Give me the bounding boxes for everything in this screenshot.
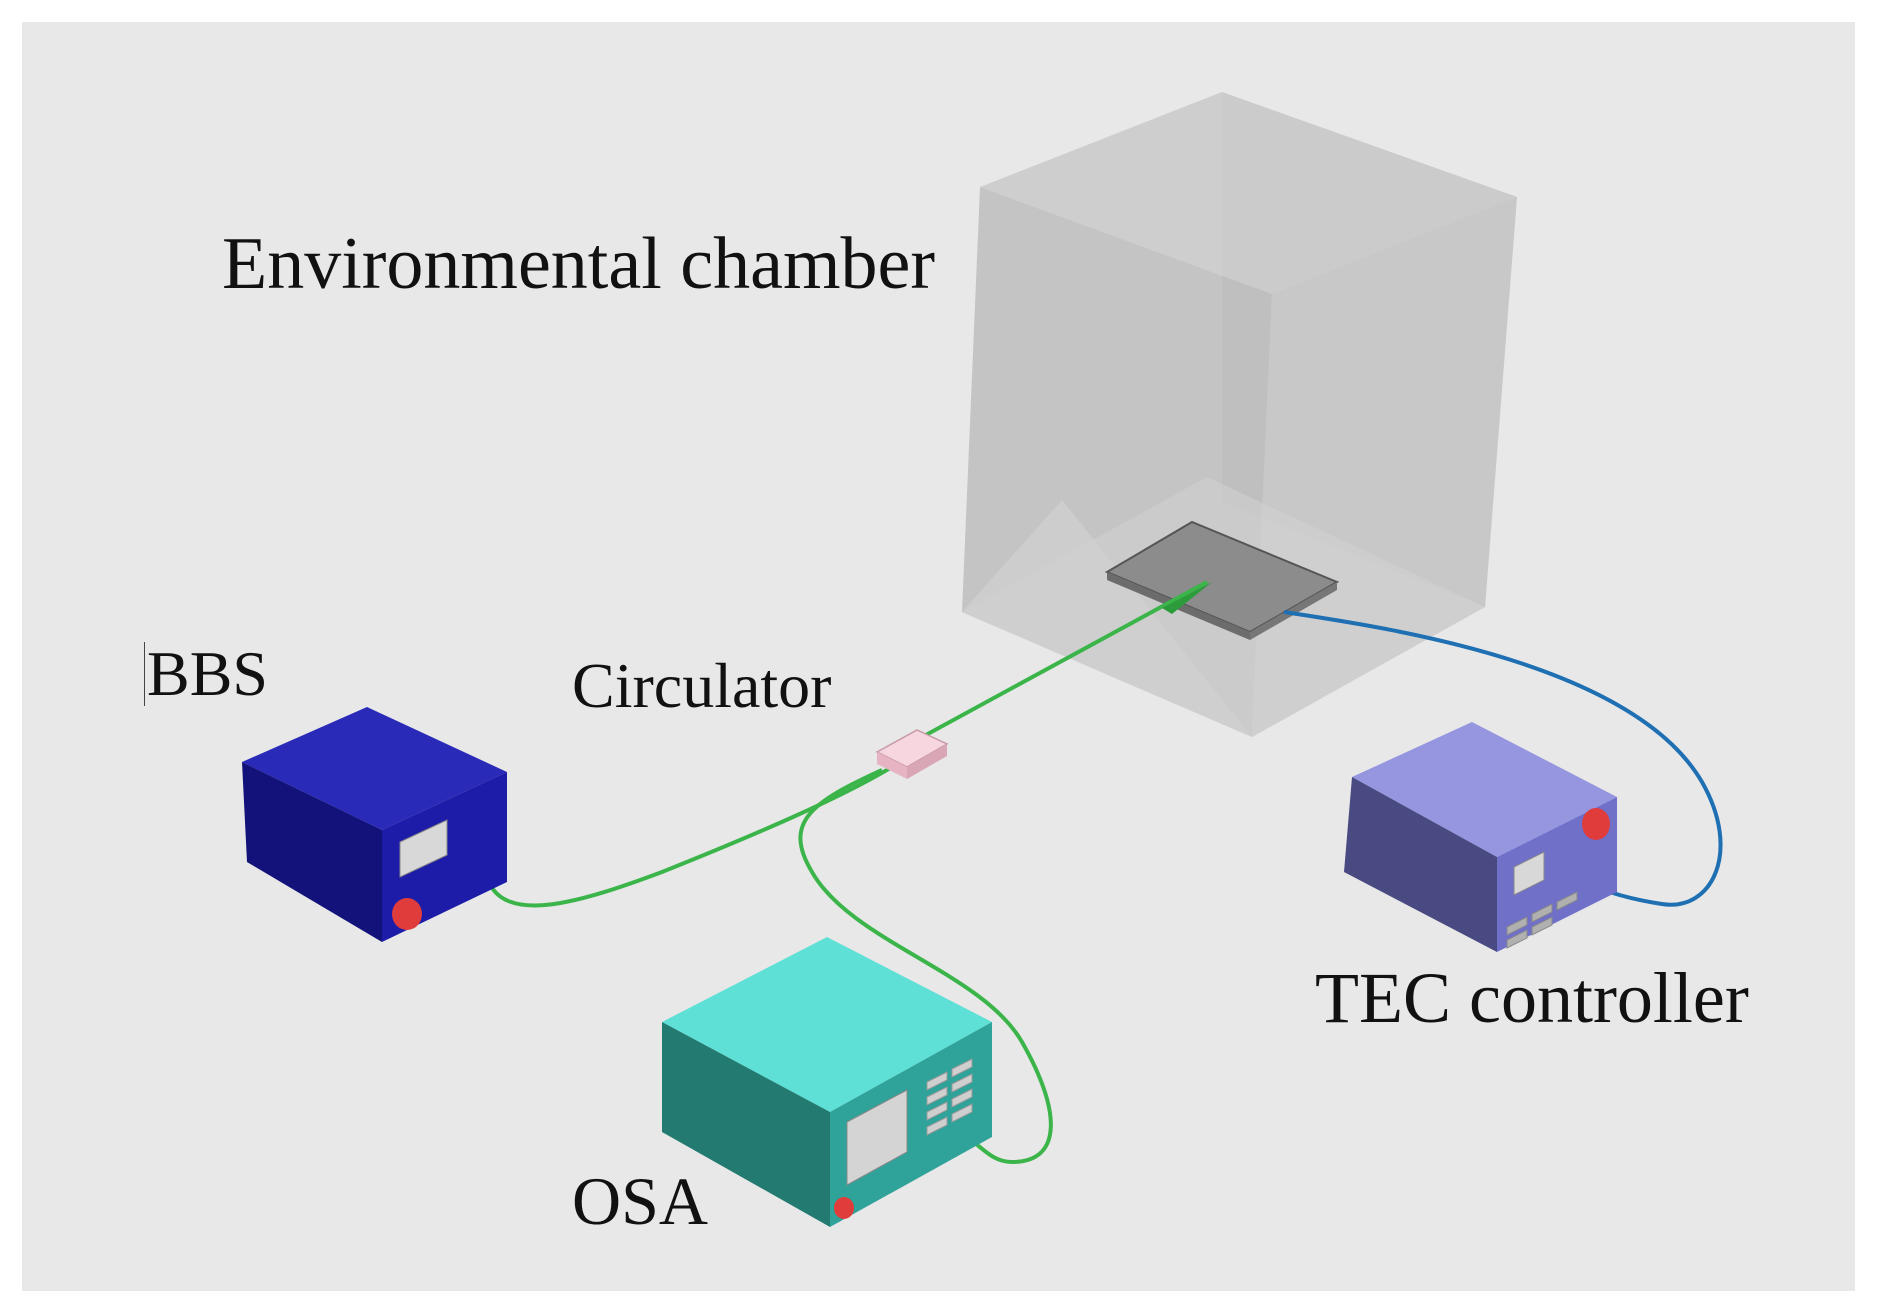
tec-left-face: [1344, 777, 1497, 952]
experimental-setup-diagram: Environmental chamber BBS Circulator TEC…: [22, 22, 1855, 1291]
label-osa: OSA: [572, 1163, 709, 1239]
bbs-left-face: [242, 762, 382, 942]
fiber-circulator-to-osa: [798, 768, 1053, 1165]
osa-left-face: [662, 1022, 830, 1227]
bbs-top-face: [242, 707, 507, 830]
bbs-knob: [392, 898, 422, 930]
setup-drawing: [242, 92, 1723, 1227]
osa-keypad: [926, 1058, 973, 1136]
tec-display: [1513, 851, 1545, 896]
chamber-top-face: [980, 92, 1517, 294]
osa-knob: [834, 1197, 854, 1219]
bbs-device: [242, 707, 507, 942]
fiber-bbs-to-circulator: [485, 765, 894, 908]
label-tec-controller: TEC controller: [1315, 958, 1749, 1038]
tec-cable: [1283, 610, 1723, 907]
label-circulator: Circulator: [572, 650, 832, 721]
osa-top-face: [662, 937, 992, 1112]
circulator: [875, 729, 949, 779]
bbs-display: [399, 819, 448, 878]
fiber-sensor-tip: [1162, 582, 1212, 614]
tec-controller-device: [1344, 722, 1617, 952]
tec-top-face: [1352, 722, 1617, 857]
osa-screen: [846, 1089, 908, 1186]
tec-buttons: [1506, 891, 1578, 949]
fiber-to-sensor: [901, 580, 1208, 750]
osa-device: [662, 937, 992, 1227]
tec-knob: [1582, 808, 1610, 840]
label-environmental-chamber: Environmental chamber: [222, 223, 936, 305]
label-bbs: BBS: [144, 642, 268, 706]
